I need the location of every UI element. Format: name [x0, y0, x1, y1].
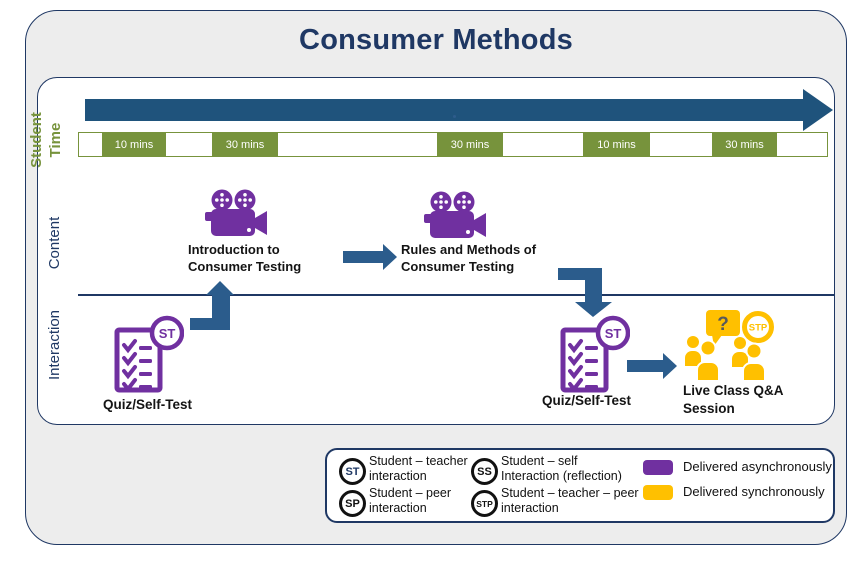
legend-badge-ss: SS — [471, 458, 498, 485]
legend-badge-stp: STP — [471, 490, 498, 517]
stray-mark — [453, 115, 456, 118]
content-interaction-divider — [78, 294, 834, 296]
legend: ST Student – teacher interaction SP Stud… — [325, 448, 835, 523]
badge-st: ST — [159, 326, 176, 341]
question-mark: ? — [717, 314, 729, 335]
content-item-label: Introduction to Consumer Testing — [188, 242, 302, 274]
interaction-item-label: Quiz/Self-Test — [542, 393, 632, 408]
video-camera-icon — [424, 191, 486, 238]
legend-badge-sp: SP — [339, 490, 366, 517]
time-flow-arrow — [85, 89, 833, 131]
time-segment: 10 mins — [583, 133, 650, 156]
right-arrow — [343, 244, 397, 270]
badge-st: ST — [605, 326, 622, 341]
interaction-item-label: Quiz/Self-Test — [103, 397, 193, 412]
quiz-checklist-icon: ST — [560, 315, 630, 393]
people-qa-icon: ? STP — [685, 310, 774, 382]
legend-delivery-label: Delivered synchronously — [683, 484, 825, 499]
right-arrow — [627, 353, 677, 379]
row-label-interaction: Interaction — [46, 309, 63, 381]
page-title: Consumer Methods — [299, 24, 573, 56]
row-label-content: Content — [46, 216, 63, 270]
time-segment: 30 mins — [712, 133, 777, 156]
elbow-down-arrow — [558, 268, 612, 317]
legend-badge-label: Student – peer interaction — [369, 486, 452, 515]
time-segment: 30 mins — [437, 133, 503, 156]
video-camera-icon — [205, 189, 267, 236]
quiz-checklist-icon: ST — [114, 315, 184, 393]
time-segment: 10 mins — [102, 133, 166, 156]
legend-badge-label: Student – teacher – peer interaction — [501, 486, 639, 515]
interaction-item-label: Live Class Q&A Session — [683, 383, 784, 416]
row-label-student-time: Student Time — [28, 112, 64, 168]
time-segment: 30 mins — [212, 133, 278, 156]
legend-badge-label: Student – self Interaction (reflection) — [501, 454, 622, 483]
legend-badge-label: Student – teacher interaction — [369, 454, 468, 483]
legend-delivery-label: Delivered asynchronously — [683, 459, 832, 474]
async-color-swatch — [643, 460, 673, 475]
content-item-label: Rules and Methods of Consumer Testing — [401, 242, 537, 274]
speech-question-bubble — [706, 310, 740, 336]
student-time-bar: 10 mins 30 mins 30 mins 10 mins 30 mins — [78, 132, 828, 157]
badge-stp: STP — [749, 323, 768, 334]
sync-color-swatch — [643, 485, 673, 500]
elbow-up-arrow — [190, 281, 234, 330]
legend-badge-st: ST — [339, 458, 366, 485]
